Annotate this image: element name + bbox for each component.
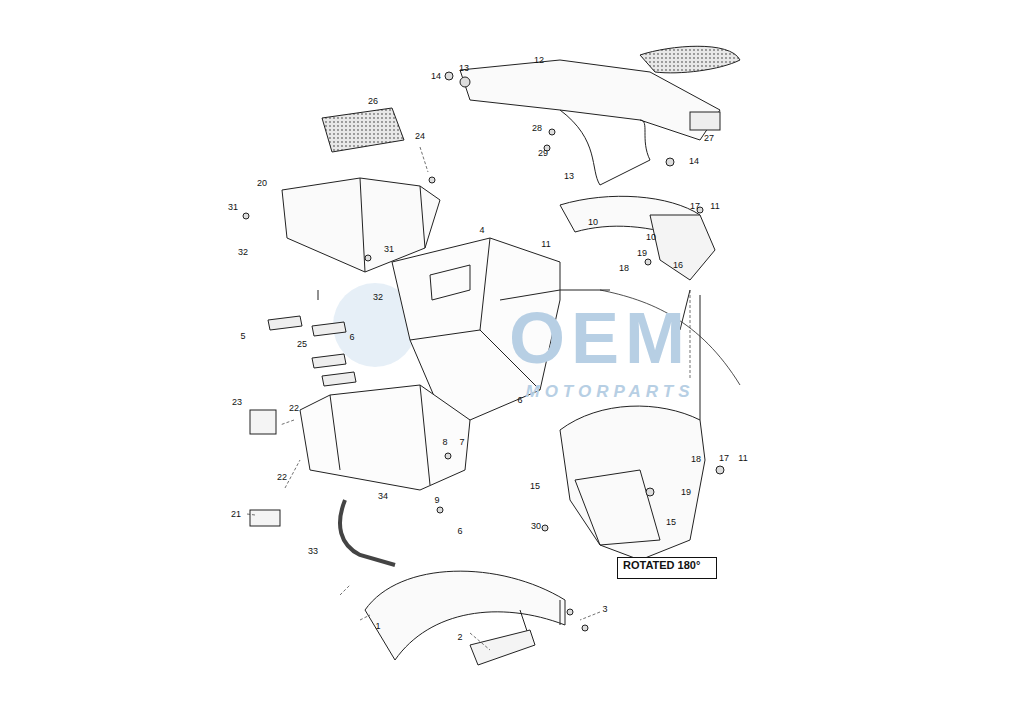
callout-number: 5 bbox=[240, 331, 245, 341]
callout-number: 29 bbox=[538, 148, 548, 158]
callout-number: 15 bbox=[530, 481, 540, 491]
callout-number: 13 bbox=[564, 171, 574, 181]
callout-number: 31 bbox=[228, 202, 238, 212]
callout-number: 17 bbox=[690, 201, 700, 211]
callout-number: 32 bbox=[238, 247, 248, 257]
callout-number: 18 bbox=[619, 263, 629, 273]
note-text: ROTATED 180° bbox=[623, 559, 711, 571]
callout-number: 22 bbox=[277, 472, 287, 482]
note-box: ROTATED 180° bbox=[617, 557, 717, 579]
watermark: MOTORPARTS bbox=[525, 383, 694, 401]
callout-number: 4 bbox=[479, 225, 484, 235]
callout-number: 7 bbox=[459, 437, 464, 447]
callout-number: 11 bbox=[710, 201, 719, 211]
callout-number: 2 bbox=[457, 632, 462, 642]
callout-number: 33 bbox=[308, 546, 318, 556]
callout-number: 8 bbox=[442, 437, 447, 447]
callout-number: 18 bbox=[691, 454, 701, 464]
callout-number: 22 bbox=[289, 403, 299, 413]
callout-number: 10 bbox=[646, 232, 656, 242]
callout-number: 6 bbox=[517, 395, 522, 405]
callout-number: 23 bbox=[232, 397, 242, 407]
watermark: OEM bbox=[509, 302, 691, 374]
callout-number: 11 bbox=[541, 239, 550, 249]
callout-number: 6 bbox=[457, 526, 462, 536]
callout-number: 19 bbox=[637, 248, 647, 258]
callout-number: 19 bbox=[681, 487, 691, 497]
callout-number: 12 bbox=[534, 55, 544, 65]
callout-number: 28 bbox=[532, 123, 542, 133]
callout-number: 14 bbox=[689, 156, 699, 166]
callout-number: 31 bbox=[384, 244, 394, 254]
callout-number: 13 bbox=[459, 63, 469, 73]
callout-number: 20 bbox=[257, 178, 267, 188]
callout-number: 3 bbox=[602, 604, 607, 614]
callout-number: 10 bbox=[588, 217, 598, 227]
callout-number: 26 bbox=[368, 96, 378, 106]
callout-number: 24 bbox=[415, 131, 425, 141]
callout-number: 21 bbox=[231, 509, 241, 519]
callout-number: 9 bbox=[434, 495, 439, 505]
callout-number: 1 bbox=[375, 621, 380, 631]
callout-number: 27 bbox=[704, 133, 714, 143]
callout-number: 15 bbox=[666, 517, 676, 527]
callout-number: 34 bbox=[378, 491, 388, 501]
callout-number: 16 bbox=[673, 260, 683, 270]
callout-number: 25 bbox=[297, 339, 307, 349]
callout-number: 11 bbox=[738, 453, 747, 463]
callout-number: 32 bbox=[373, 292, 383, 302]
callout-number: 14 bbox=[431, 71, 441, 81]
callout-number: 17 bbox=[719, 453, 729, 463]
callout-number: 30 bbox=[531, 521, 541, 531]
callout-number: 6 bbox=[349, 332, 354, 342]
